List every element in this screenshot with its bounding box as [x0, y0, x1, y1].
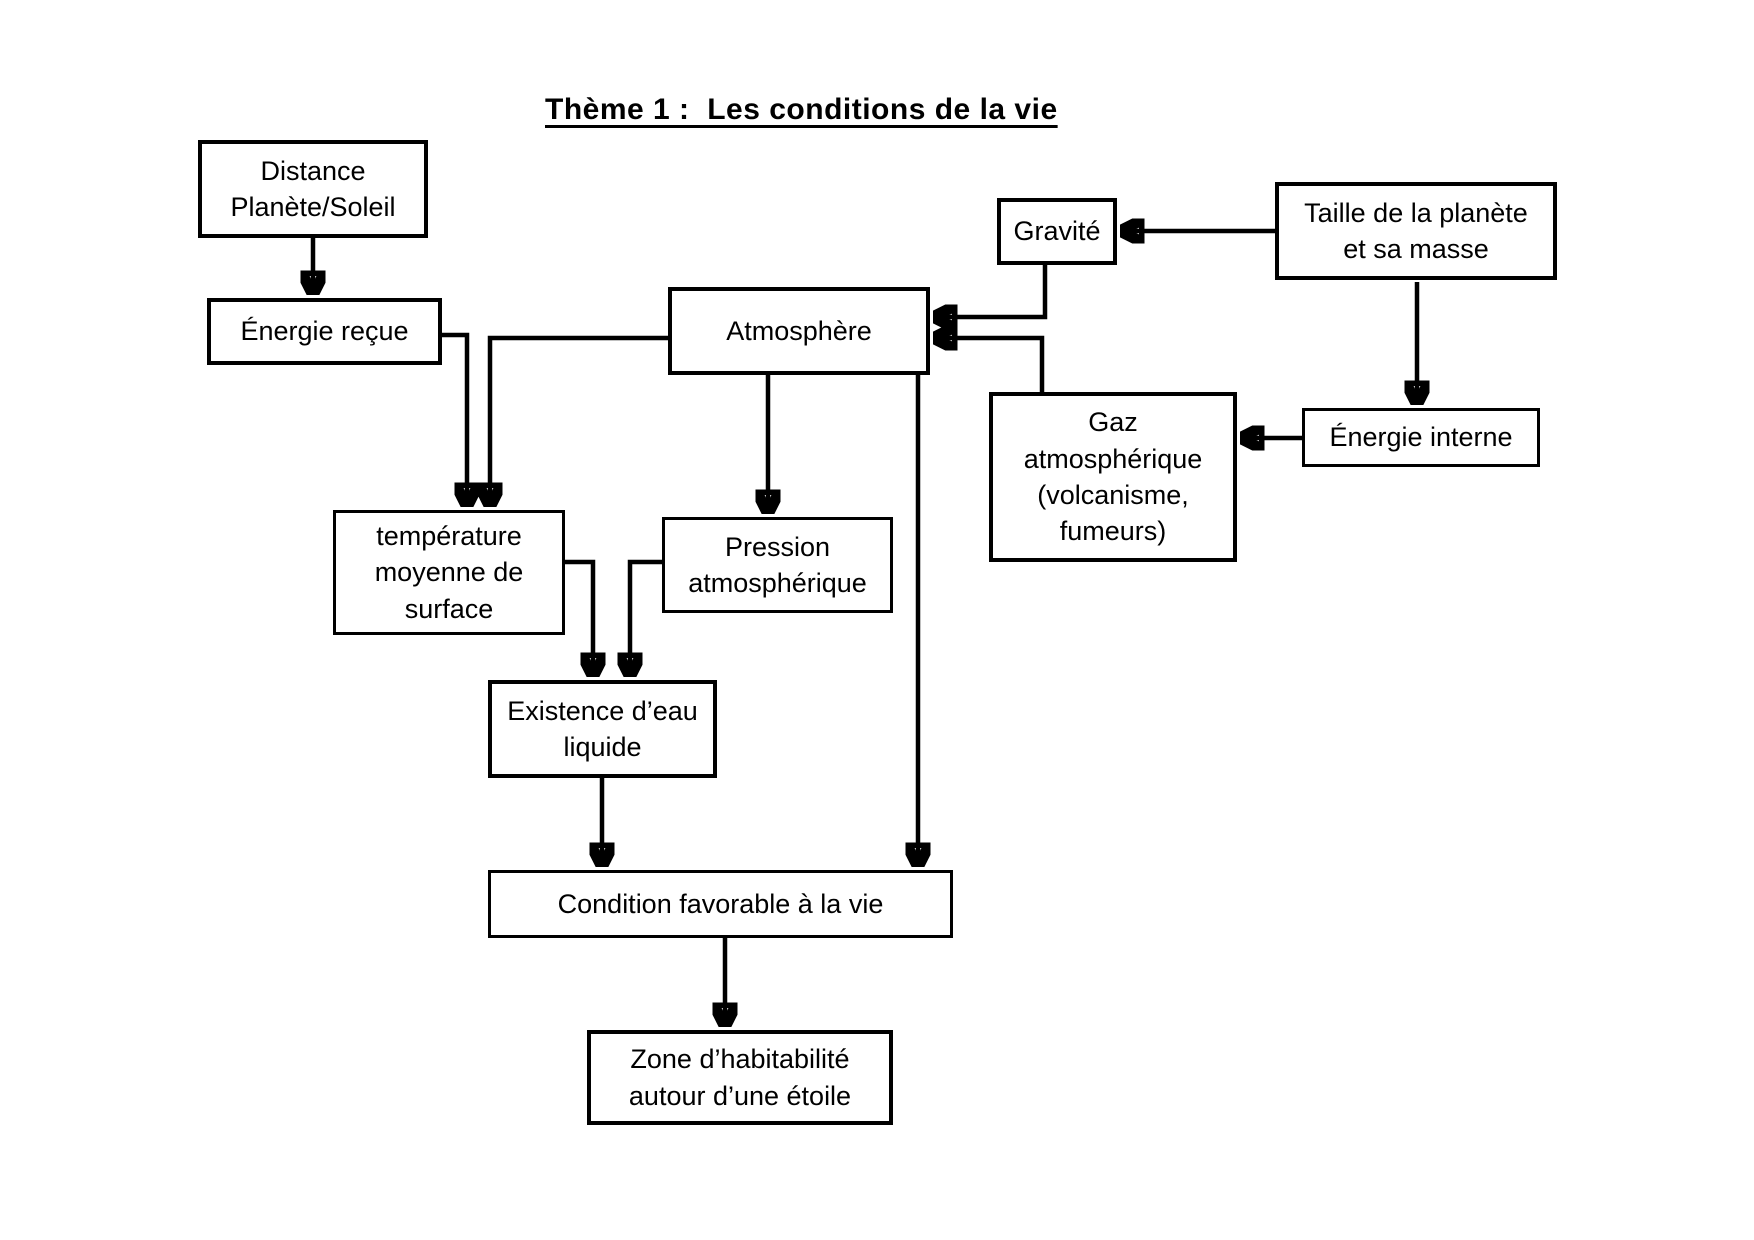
node-atmosphere: Atmosphère	[668, 287, 930, 375]
node-gaz-atmospherique: Gaz atmosphérique (volcanisme, fumeurs)	[989, 392, 1237, 562]
arrow-atmosphere-to-temperature	[490, 335, 670, 506]
node-taille-planete-masse: Taille de la planète et sa masse	[1275, 182, 1557, 280]
diagram-title: Thème 1 : Les conditions de la vie	[545, 93, 1058, 126]
node-distance-planete-soleil: Distance Planète/Soleil	[198, 140, 428, 238]
node-existence-eau-liquide: Existence d’eau liquide	[488, 680, 717, 778]
node-energie-interne: Énergie interne	[1302, 408, 1540, 467]
node-temperature-moyenne-surface: température moyenne de surface	[333, 510, 565, 635]
arrow-gaz-to-atmosphere	[934, 338, 1045, 394]
node-energie-recue: Énergie reçue	[207, 298, 442, 365]
arrow-energie-recue-to-temperature	[440, 332, 467, 506]
arrow-gravite-to-atmosphere	[934, 263, 1048, 317]
arrow-temperature-to-existence	[563, 559, 593, 676]
arrow-pression-to-existence	[630, 559, 664, 676]
node-gravite: Gravité	[997, 198, 1117, 265]
node-condition-favorable: Condition favorable à la vie	[488, 870, 953, 938]
node-pression-atmospherique: Pression atmosphérique	[662, 517, 893, 613]
node-zone-habitabilite: Zone d’habitabilité autour d’une étoile	[587, 1030, 893, 1125]
